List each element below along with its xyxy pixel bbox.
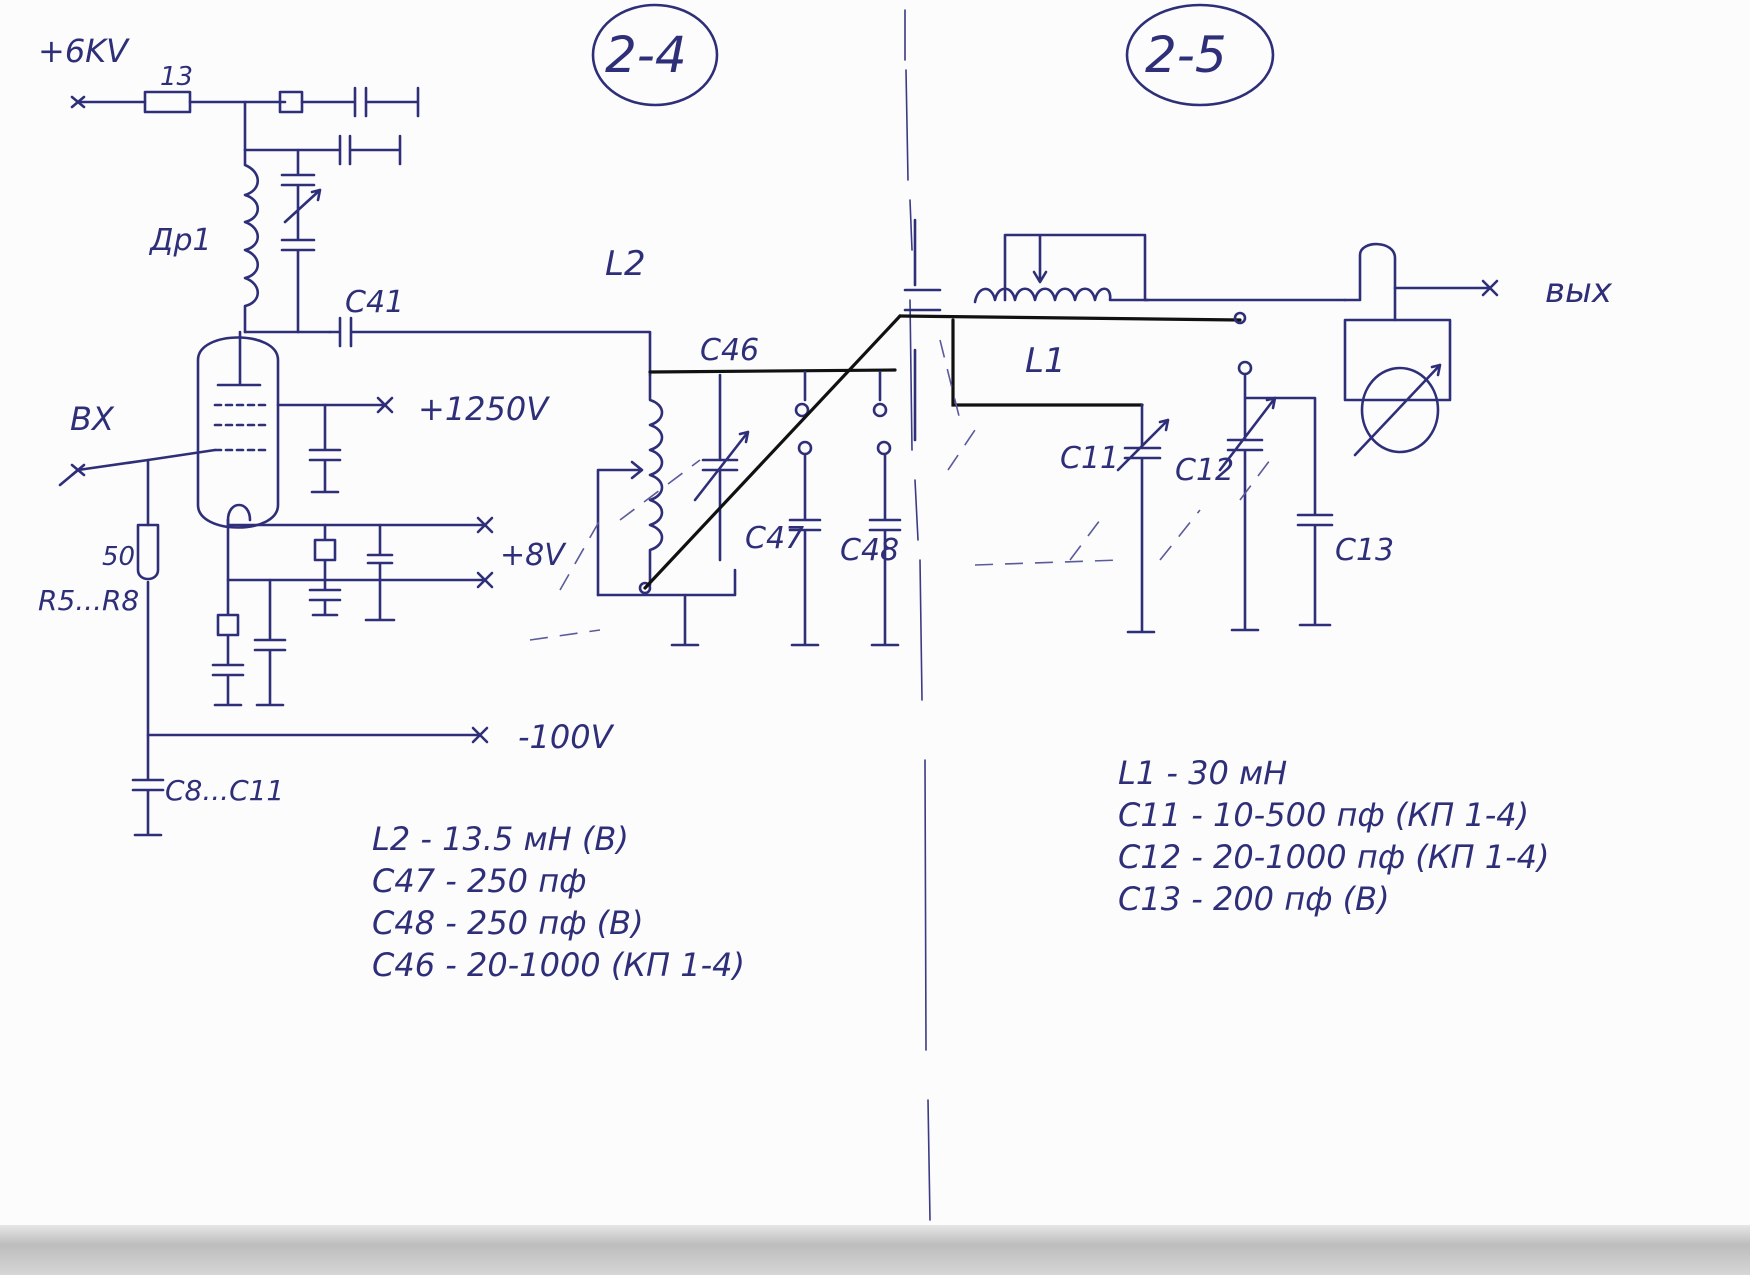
cathode-bypass-caps xyxy=(211,578,287,707)
bias-cap-group xyxy=(131,733,165,837)
output-meter-box xyxy=(1343,318,1452,402)
section-label-right: 2-5 xyxy=(1145,26,1227,84)
right-dashed-link xyxy=(939,339,1271,566)
resistor-13 xyxy=(143,90,192,114)
scanner-bottom-edge xyxy=(0,1225,1750,1275)
tuning-cap-c46-label: C46 xyxy=(700,333,759,368)
output-switch-contact-1 xyxy=(1233,311,1247,325)
output-meter-loop xyxy=(1343,242,1397,322)
screen-bypass-cap xyxy=(308,403,342,494)
load-cap-c13 xyxy=(1273,396,1334,627)
left-tank-bottom-leads xyxy=(670,593,700,647)
tube-screen-grid xyxy=(213,403,267,427)
section-circle-right xyxy=(1125,3,1275,107)
vacuum-tube xyxy=(196,336,280,529)
section-circle-left xyxy=(591,3,719,107)
c48-switch-contact-top xyxy=(872,402,888,418)
grid-resistor-value: 50 xyxy=(102,542,135,572)
output-label: вых xyxy=(1545,271,1613,311)
filament-supply-label: +8V xyxy=(500,538,567,573)
c47-switch-contact-top xyxy=(794,402,810,418)
coupling-cap-c41-label: C41 xyxy=(345,285,404,320)
c47-switch-contact-bottom xyxy=(797,440,813,456)
section-label-left: 2-4 xyxy=(605,26,687,84)
note-c11: C11 - 10-500 пф (КП 1-4) xyxy=(1118,796,1530,834)
output-terminal xyxy=(1481,279,1499,297)
filament-bypass-caps xyxy=(308,523,396,622)
bias-supply-label: -100V xyxy=(518,718,615,756)
note-c46: C46 - 20-1000 (КП 1-4) xyxy=(372,946,746,984)
tank-bus-marker xyxy=(648,368,897,374)
output-switch-contact-2 xyxy=(1237,360,1253,376)
c48-switch xyxy=(868,370,902,647)
load-cap-c11 xyxy=(1116,403,1170,634)
grid-resistor xyxy=(136,523,160,581)
notes-right: L1 - 30 мН C11 - 10-500 пф (КП 1-4) C12 … xyxy=(1118,752,1549,920)
note-c13: C13 - 200 пф (В) xyxy=(1118,880,1390,918)
bypass-cap-top xyxy=(300,86,420,118)
filament-terminals xyxy=(476,516,494,589)
note-l1: L1 - 30 мН xyxy=(1118,754,1288,792)
tube-plate xyxy=(216,330,262,387)
output-line xyxy=(1143,286,1492,302)
note-l2: L2 - 13.5 мН (В) xyxy=(372,820,629,858)
capacitor-c48-label: C48 xyxy=(840,533,899,568)
filament-wire-2 xyxy=(226,518,487,582)
bias-wire xyxy=(146,580,482,737)
grid-resistor-label: R5...R8 xyxy=(38,584,139,617)
output-meter-dial xyxy=(1360,366,1440,454)
load-cap-c12 xyxy=(1218,373,1277,632)
note-c48: C48 - 250 пф (В) xyxy=(372,904,644,942)
load-cap-c11-label: C11 xyxy=(1060,441,1119,476)
notes-left: L2 - 13.5 мН (В) C47 - 250 пф C48 - 250 … xyxy=(372,818,745,986)
tank-coil-l2-tap xyxy=(638,581,652,595)
load-cap-c12-label: C12 xyxy=(1175,453,1234,488)
gang-link-marker xyxy=(643,314,902,590)
output-coil-l1-label: L1 xyxy=(1025,341,1066,381)
choke-dr1 xyxy=(243,148,260,334)
output-cap-plates xyxy=(903,218,942,442)
capacitor-c47-label: C47 xyxy=(745,521,804,556)
note-c47: C47 - 250 пф xyxy=(372,862,587,900)
tank-coil-l2-slider xyxy=(596,460,644,597)
trimmer-cap-stack xyxy=(280,148,322,334)
screen-supply-label: +1250V xyxy=(418,390,550,428)
left-dashed-link xyxy=(529,459,701,641)
c47-switch xyxy=(788,370,822,647)
screen-terminal xyxy=(376,396,394,414)
output-meter-needle xyxy=(1353,363,1442,457)
input-label: BX xyxy=(70,400,115,438)
output-link-marker xyxy=(898,314,1242,407)
c48-switch-contact-bottom xyxy=(876,440,892,456)
tube-cathode xyxy=(226,503,252,522)
tank-coil-l2-bottom xyxy=(596,568,737,597)
page-divider xyxy=(904,9,931,1221)
bias-terminal xyxy=(471,726,489,744)
load-cap-c13-label: C13 xyxy=(1335,533,1394,568)
input-wire xyxy=(58,448,217,487)
resistor-13-label: 13 xyxy=(160,62,193,92)
choke-dr1-label: Др1 xyxy=(148,223,212,258)
output-coil-l1-slider xyxy=(1003,233,1147,302)
coupling-cap-c41 xyxy=(328,316,652,377)
bias-cap-group-label: C8...C11 xyxy=(165,774,284,807)
supply-6kv-label: +6KV xyxy=(38,32,130,70)
tank-coil-l2-label: L2 xyxy=(605,244,646,284)
bypass-cap-second xyxy=(243,134,402,166)
note-c12: C12 - 20-1000 пф (КП 1-4) xyxy=(1118,838,1550,876)
output-coil-l1 xyxy=(973,287,1150,304)
tuning-cap-c46 xyxy=(693,373,750,562)
tank-coil-l2 xyxy=(648,373,664,587)
